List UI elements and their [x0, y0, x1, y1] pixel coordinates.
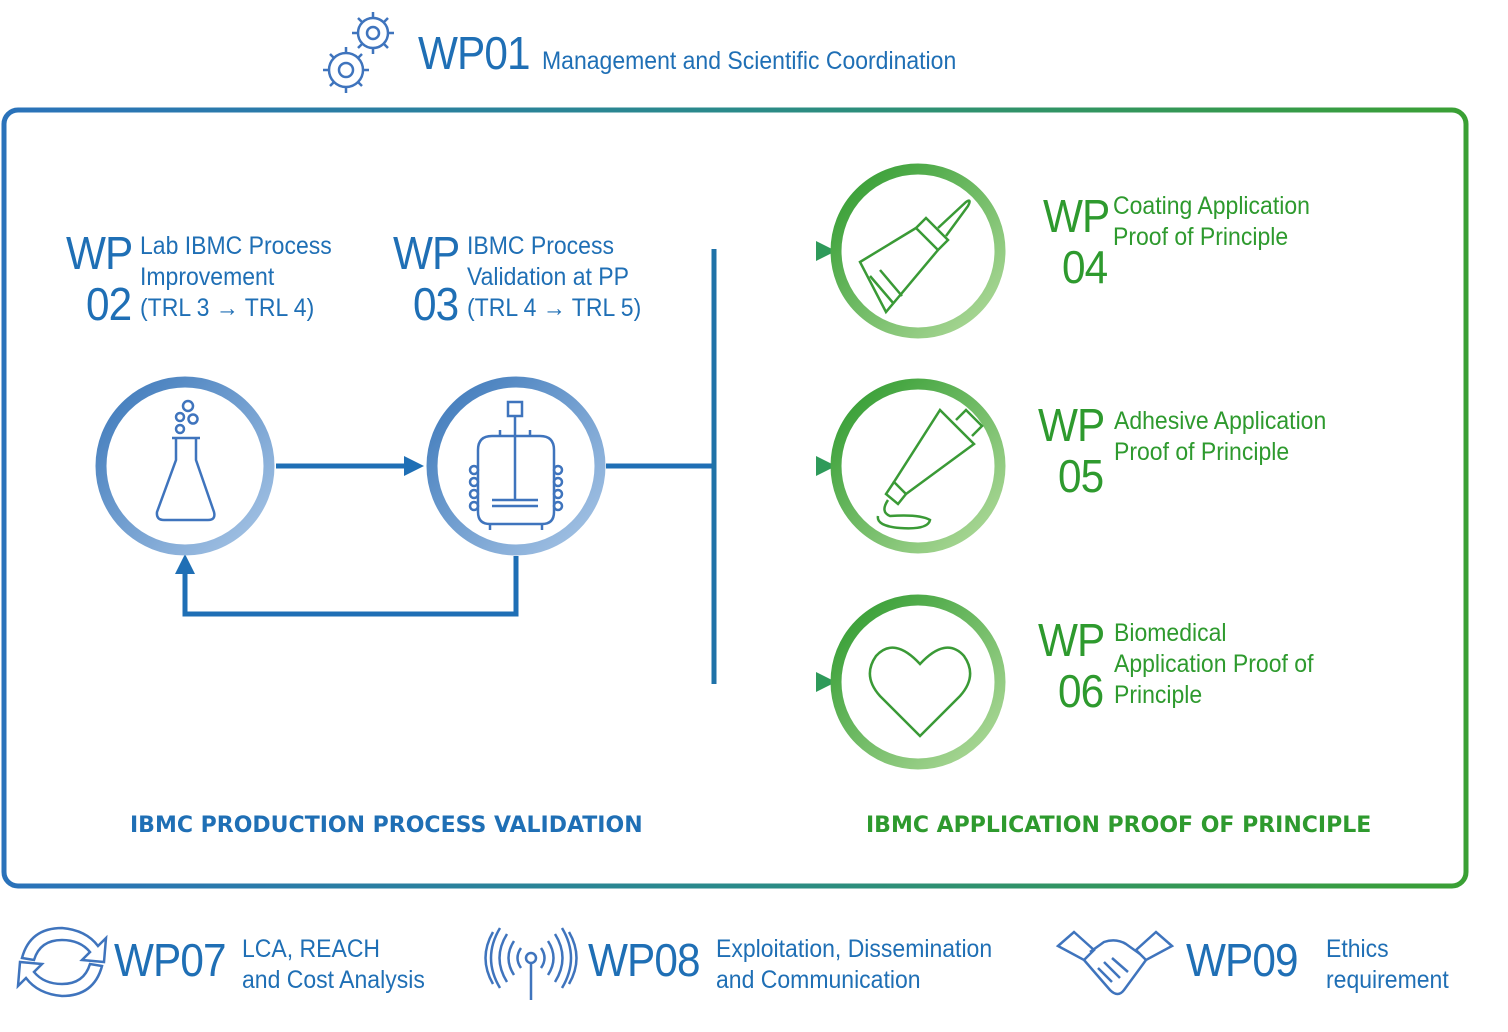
arrowhead-wp06 — [816, 672, 836, 692]
wp03-wp: WP — [393, 227, 460, 279]
wp02-number: 02 — [86, 278, 132, 330]
feedback-loop — [182, 556, 519, 617]
wp02-wp: WP — [66, 227, 133, 279]
broadcast-antenna-icon — [484, 927, 578, 1000]
arrowhead-wp03 — [404, 456, 424, 476]
section-title-application: IBMC APPLICATION PROOF OF PRINCIPLE — [866, 813, 1372, 838]
wp06-line-3: Principle — [1114, 681, 1203, 709]
arrowhead-wp05 — [816, 456, 836, 476]
adhesive-tube-icon — [876, 408, 984, 530]
recycle-arrows-icon — [16, 926, 108, 998]
wp03-line-1: IBMC Process — [467, 232, 614, 260]
wp03-line-3: (TRL 4 → TRL 5) — [467, 294, 642, 322]
wp02-line-2: Improvement — [140, 263, 275, 291]
wp04-wp: WP — [1043, 190, 1110, 242]
arrowhead-wp02 — [175, 554, 195, 574]
gears-icon — [323, 12, 394, 93]
wp05-line-2: Proof of Principle — [1114, 438, 1290, 466]
wp09-line-2: requirement — [1326, 966, 1449, 994]
wp02-line-1: Lab IBMC Process — [140, 232, 332, 260]
wp01-number: WP01 — [418, 27, 530, 79]
section-title-production: IBMC PRODUCTION PROCESS VALIDATION — [130, 813, 643, 838]
wp09-line-1: Ethics — [1326, 935, 1389, 963]
wp07-line-2: and Cost Analysis — [242, 966, 425, 994]
handshake-icon — [1055, 930, 1175, 996]
wp04-number: 04 — [1062, 241, 1108, 293]
wp04-line-2: Proof of Principle — [1113, 223, 1289, 251]
wp08-number: WP08 — [588, 934, 700, 986]
wp08-line-2: and Communication — [716, 966, 921, 994]
wp05-wp: WP — [1038, 399, 1105, 451]
reactor-icon — [468, 400, 564, 530]
wp03-number: 03 — [413, 278, 459, 330]
wp09-number: WP09 — [1186, 934, 1298, 986]
wp01-title: Management and Scientific Coordination — [542, 47, 957, 75]
main-frame — [1, 107, 1469, 889]
wp05-number: 05 — [1058, 450, 1104, 502]
flask-icon — [155, 399, 216, 522]
wp02-line-3: (TRL 3 → TRL 4) — [140, 294, 315, 322]
wp03-node — [426, 376, 606, 556]
connectors — [175, 241, 836, 692]
wp07-number: WP07 — [114, 934, 226, 986]
heart-icon — [868, 646, 972, 738]
arrowhead-wp04 — [816, 241, 836, 261]
wp05-node — [830, 378, 1006, 554]
wp02-node — [95, 376, 275, 556]
wp07-line-1: LCA, REACH — [242, 935, 381, 963]
paintbrush-icon — [858, 199, 971, 315]
wp06-wp: WP — [1038, 614, 1105, 666]
wp06-node — [830, 594, 1006, 770]
wp04-line-1: Coating Application — [1113, 192, 1310, 220]
wp06-line-1: Biomedical — [1114, 619, 1227, 647]
wp05-line-1: Adhesive Application — [1114, 407, 1327, 435]
wp03-line-2: Validation at PP — [467, 263, 629, 291]
wp08-line-1: Exploitation, Dissemination — [716, 935, 993, 963]
wp04-node — [830, 163, 1006, 339]
wp06-line-2: Application Proof of — [1114, 650, 1314, 678]
wp06-number: 06 — [1058, 665, 1104, 717]
